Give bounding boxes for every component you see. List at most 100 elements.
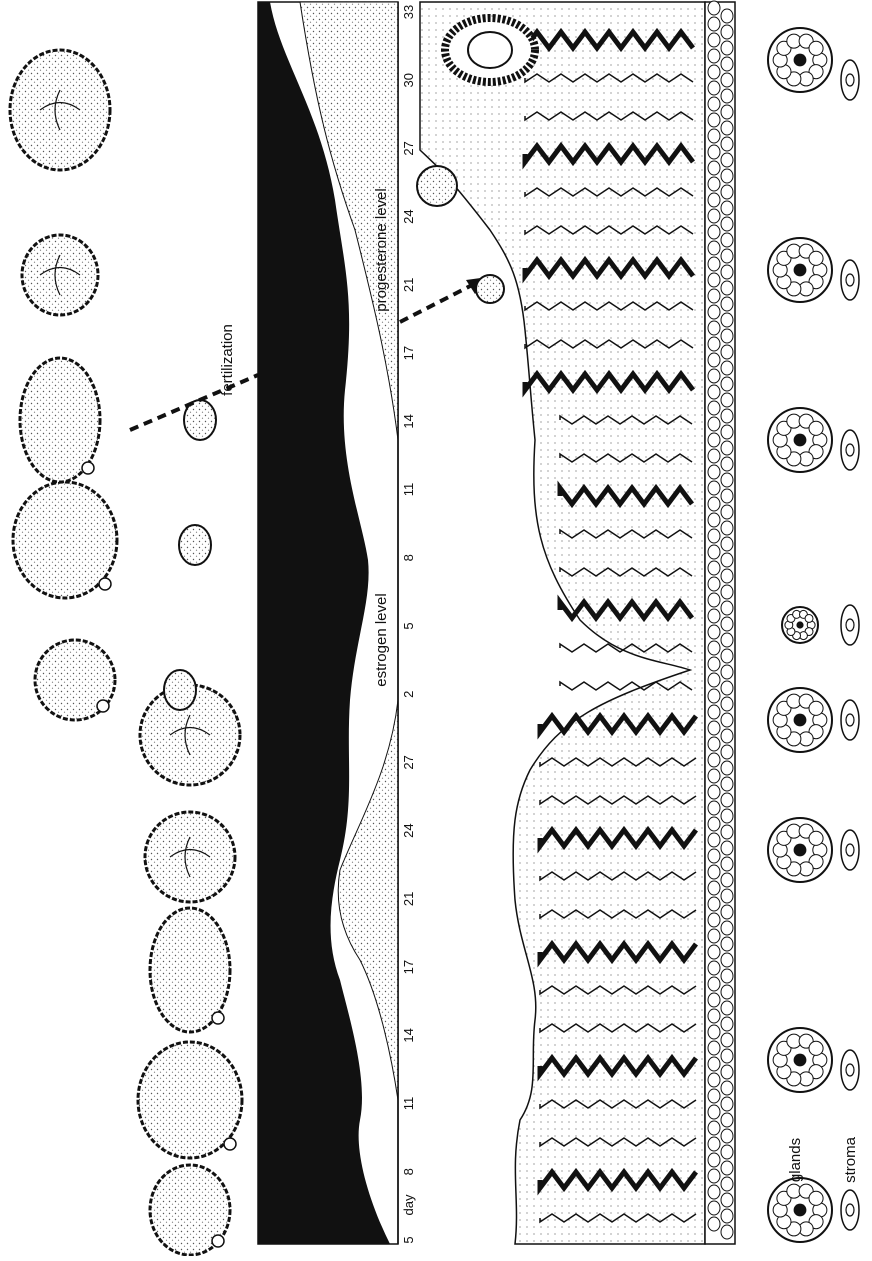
progesterone-label-group: progesterone level [373,188,390,311]
basal-cell [721,713,733,727]
basal-cell [721,329,733,343]
basal-cell [721,585,733,599]
basal-cell [708,913,720,927]
basal-cell [708,593,720,607]
basal-cell [721,825,733,839]
implanting-embryo [417,166,457,206]
basal-cell [708,1169,720,1183]
basal-cell [721,217,733,231]
basal-cell [721,377,733,391]
basal-cell [708,225,720,239]
basal-cell [721,793,733,807]
basal-cell [721,9,733,23]
basal-cell [721,697,733,711]
basal-cell [708,209,720,223]
basal-cell [708,1153,720,1167]
basal-cell [708,689,720,703]
basal-cell [721,921,733,935]
basal-cell [708,1025,720,1039]
day-tick: 17 [401,346,416,360]
gland-cross-section [768,1178,832,1242]
stroma-cell [841,430,859,470]
basal-cell [708,433,720,447]
basal-cell [721,1113,733,1127]
basal-cell [721,313,733,327]
basal-cell [721,809,733,823]
basal-cell [721,1081,733,1095]
basal-cell [721,745,733,759]
basal-cell [721,553,733,567]
day-tick: 24 [401,209,416,223]
basal-cell [708,817,720,831]
basal-cell [708,1217,720,1231]
basal-cell [708,65,720,79]
gland-cross-section [768,688,832,752]
basal-cell [721,489,733,503]
stroma-cell [841,1050,859,1090]
basal-cell [708,561,720,575]
basal-cell [721,521,733,535]
basal-cell [708,113,720,127]
basal-cell [721,153,733,167]
histology-column [768,28,859,1242]
basal-cell [708,369,720,383]
basal-cell [721,41,733,55]
basal-cell [708,657,720,671]
basal-cell [708,545,720,559]
basal-cell [708,193,720,207]
basal-cell [721,393,733,407]
stroma-label: stroma [842,1136,859,1183]
basal-cell [708,1105,720,1119]
basal-cell [721,201,733,215]
basal-cell [708,641,720,655]
basal-cell [708,465,720,479]
stroma-cell [841,700,859,740]
basal-cell [708,801,720,815]
basal-cell [708,753,720,767]
basal-cell [708,161,720,175]
basal-cell [721,569,733,583]
basal-cell [721,1145,733,1159]
basal-cell [708,705,720,719]
day-tick: 11 [401,483,416,497]
basal-cell [721,25,733,39]
ovary-stages [10,50,242,1255]
gland-cross-section [782,607,818,643]
basal-cell [708,385,720,399]
day-tick: 30 [401,73,416,87]
basal-cell [708,17,720,31]
basal-cell [721,185,733,199]
day-tick: 5 [401,1236,416,1243]
basal-cell [708,241,720,255]
basal-cell [708,785,720,799]
basal-cell [721,105,733,119]
fertilization-label: fertilization [219,324,236,396]
basal-cell [721,969,733,983]
corpus-albicans [179,525,211,565]
basal-cell [708,353,720,367]
basal-cell [708,1073,720,1087]
basal-cell [708,97,720,111]
basal-cell [721,1129,733,1143]
glands-label: glands [787,1138,804,1182]
ovary-growing-follicle [138,1042,242,1158]
ovary-follicle [35,640,115,720]
basal-cell [721,665,733,679]
basal-cell [708,145,720,159]
stroma-cell [841,260,859,300]
gland-cross-section [768,238,832,302]
basal-cell [721,841,733,855]
basal-cell [708,849,720,863]
day-tick: 24 [401,823,416,837]
basal-cell [721,761,733,775]
stroma-cell [841,1190,859,1230]
basal-cell [708,273,720,287]
stroma-cell [841,605,859,645]
basal-cell [708,1201,720,1215]
basal-cell [721,905,733,919]
basal-cell [708,929,720,943]
day-tick: 27 [401,141,416,155]
basal-cell [708,289,720,303]
ovary-corpus-luteum [145,812,235,902]
